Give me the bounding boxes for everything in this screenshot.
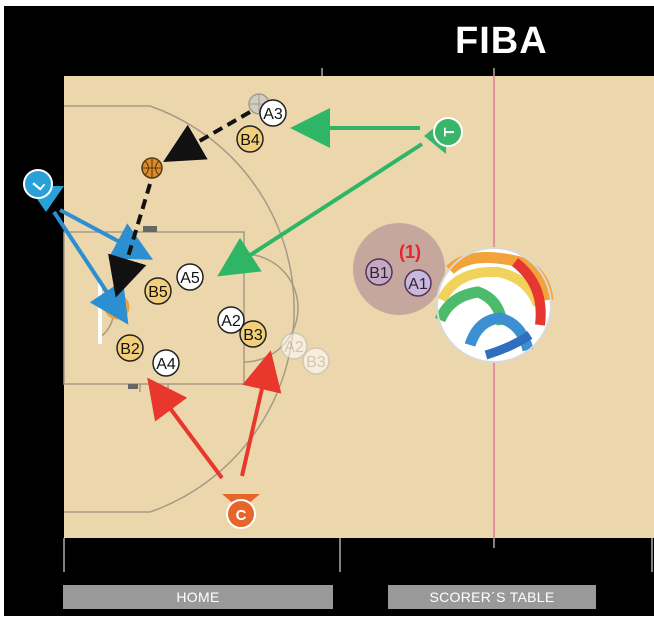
court-floor	[64, 76, 654, 538]
player-a1-foul: A1	[404, 269, 432, 297]
trail-official-arrows	[217, 108, 424, 277]
player-label: A1	[408, 276, 428, 293]
lane-block	[143, 226, 157, 232]
player-label: B3	[243, 327, 263, 344]
player-a2: A2	[217, 306, 245, 334]
player-a4: A4	[152, 349, 180, 377]
player-b3: B3	[239, 320, 267, 348]
player-label: A5	[180, 270, 200, 287]
player-label: A3	[263, 106, 283, 123]
player-label: A2	[221, 313, 241, 330]
ball-path	[108, 110, 251, 298]
lane-block	[128, 384, 138, 389]
official-letter: T	[441, 127, 458, 136]
player-b5: B5	[144, 277, 172, 305]
fiba-ball-logo-icon	[434, 247, 554, 363]
backboard	[98, 282, 102, 344]
scorers-table-label: SCORER´S TABLE	[388, 585, 596, 609]
official-letter: C	[236, 507, 247, 524]
player-label: A2	[284, 339, 304, 356]
player-label: B2	[120, 341, 140, 358]
player-a2-faded: A2	[280, 332, 308, 360]
player-b4: B4	[236, 125, 264, 153]
basketball-icon	[141, 157, 163, 179]
player-label: B1	[369, 265, 389, 282]
official-trail: T	[424, 117, 463, 154]
official-lead: L	[23, 169, 64, 212]
foul-marker: (1)	[399, 242, 421, 262]
home-bench-label: HOME	[63, 585, 333, 609]
court-ticks	[63, 68, 653, 572]
player-b3-faded: B3	[302, 347, 330, 375]
three-point-line	[64, 105, 295, 513]
center-official-arrows	[147, 350, 282, 480]
player-label: B5	[148, 284, 168, 301]
player-label: A4	[156, 356, 176, 373]
player-label: B4	[240, 132, 260, 149]
player-b1-foul: B1	[365, 258, 393, 286]
player-a5: A5	[176, 263, 204, 291]
official-center: C	[222, 494, 260, 529]
player-b2: B2	[116, 334, 144, 362]
fiba-logo-text: FIBA	[455, 20, 548, 62]
player-a3: A3	[259, 99, 287, 127]
player-label: B3	[306, 354, 326, 371]
